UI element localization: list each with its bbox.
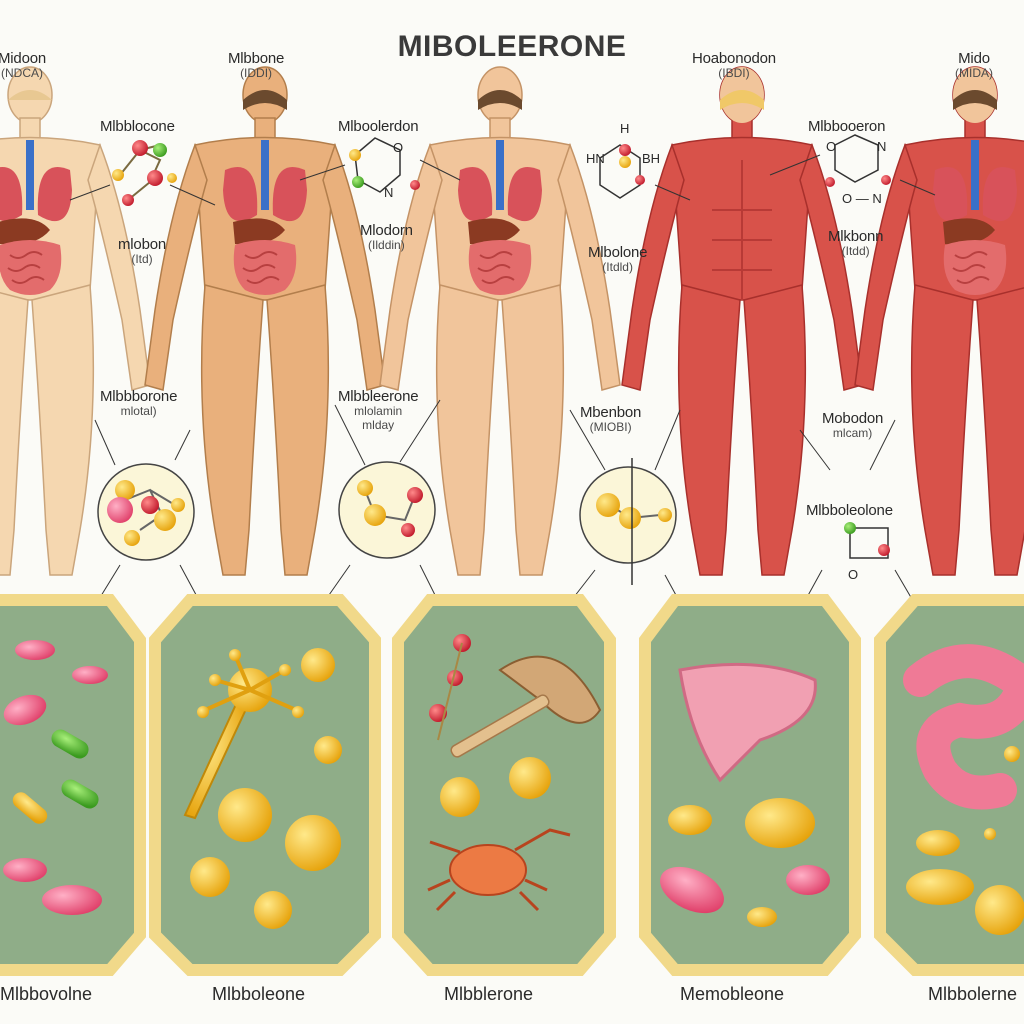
caption-4: Memobleone — [680, 984, 785, 1004]
molecule-label-2: Mlboolerdon — [338, 118, 419, 135]
cell-panel-2 — [149, 594, 381, 976]
atom-hn: HN — [586, 151, 605, 166]
page-title: MIBOLEERONE — [397, 30, 627, 63]
atom-o-right: O — [826, 139, 837, 154]
caption-2: Mlbboleone — [212, 984, 306, 1004]
mid-label-3: Mbenbon (MIOBI) — [580, 404, 642, 435]
organ-label-3: Mlbolone (Itdld) — [588, 244, 648, 275]
cell-panel-5 — [874, 594, 1024, 976]
organ-label-2: Mlodorn (Ilddin) — [360, 222, 413, 253]
mid-label-5: Mlbboleolone — [806, 502, 893, 519]
atom-o-small: O — [848, 567, 859, 582]
atom-bh: BH — [642, 151, 661, 166]
cell-panel-3 — [392, 594, 616, 976]
caption-3: Mlbblerone — [444, 984, 534, 1004]
atom-n-right: N — [877, 139, 887, 154]
molecule-top-1 — [69, 140, 216, 206]
molecule-top-2 — [299, 137, 461, 193]
molecule-small-right — [799, 419, 896, 559]
caption-5: Mlbbolerne — [928, 984, 1018, 1004]
figure-label-4: Mido (MIDA) — [955, 50, 993, 81]
molecule-bubble-2 — [334, 399, 441, 559]
organ-label-4: Mlkbonn (Itdd) — [828, 228, 884, 259]
atom-n: N — [384, 185, 394, 200]
molecule-bubble-1 — [94, 419, 195, 561]
figure-label-1: Midoon (NDCA) — [0, 50, 46, 81]
mid-label-2: Mlbbleerone mlolamin mlday — [338, 388, 419, 433]
figure-label-3: Hoabonodon (IBDI) — [692, 50, 776, 81]
mid-label-1: Mlbbborone mlotal) — [100, 388, 178, 419]
hair — [8, 90, 997, 110]
atom-o-n-right: O — N — [842, 191, 882, 206]
molecule-label-3: Mlbbooeron — [808, 118, 886, 135]
cell-panel-1 — [0, 594, 146, 976]
atom-h: H — [620, 121, 630, 136]
caption-1: Mlbbovolne — [0, 984, 93, 1004]
atom-o: O — [393, 140, 404, 155]
mid-label-4: Mobodon mlcam) — [822, 410, 884, 441]
molecule-bubble-3 — [569, 409, 681, 585]
molecule-top-4 — [769, 134, 936, 196]
figure-label-2: Mlbbone (IDDI) — [228, 50, 285, 81]
molecule-top-3 — [599, 144, 691, 201]
cell-panel-4 — [639, 594, 861, 976]
organ-label-1: mlobon (Itd) — [118, 236, 166, 267]
molecule-label-1: Mlbblocone — [100, 118, 175, 135]
